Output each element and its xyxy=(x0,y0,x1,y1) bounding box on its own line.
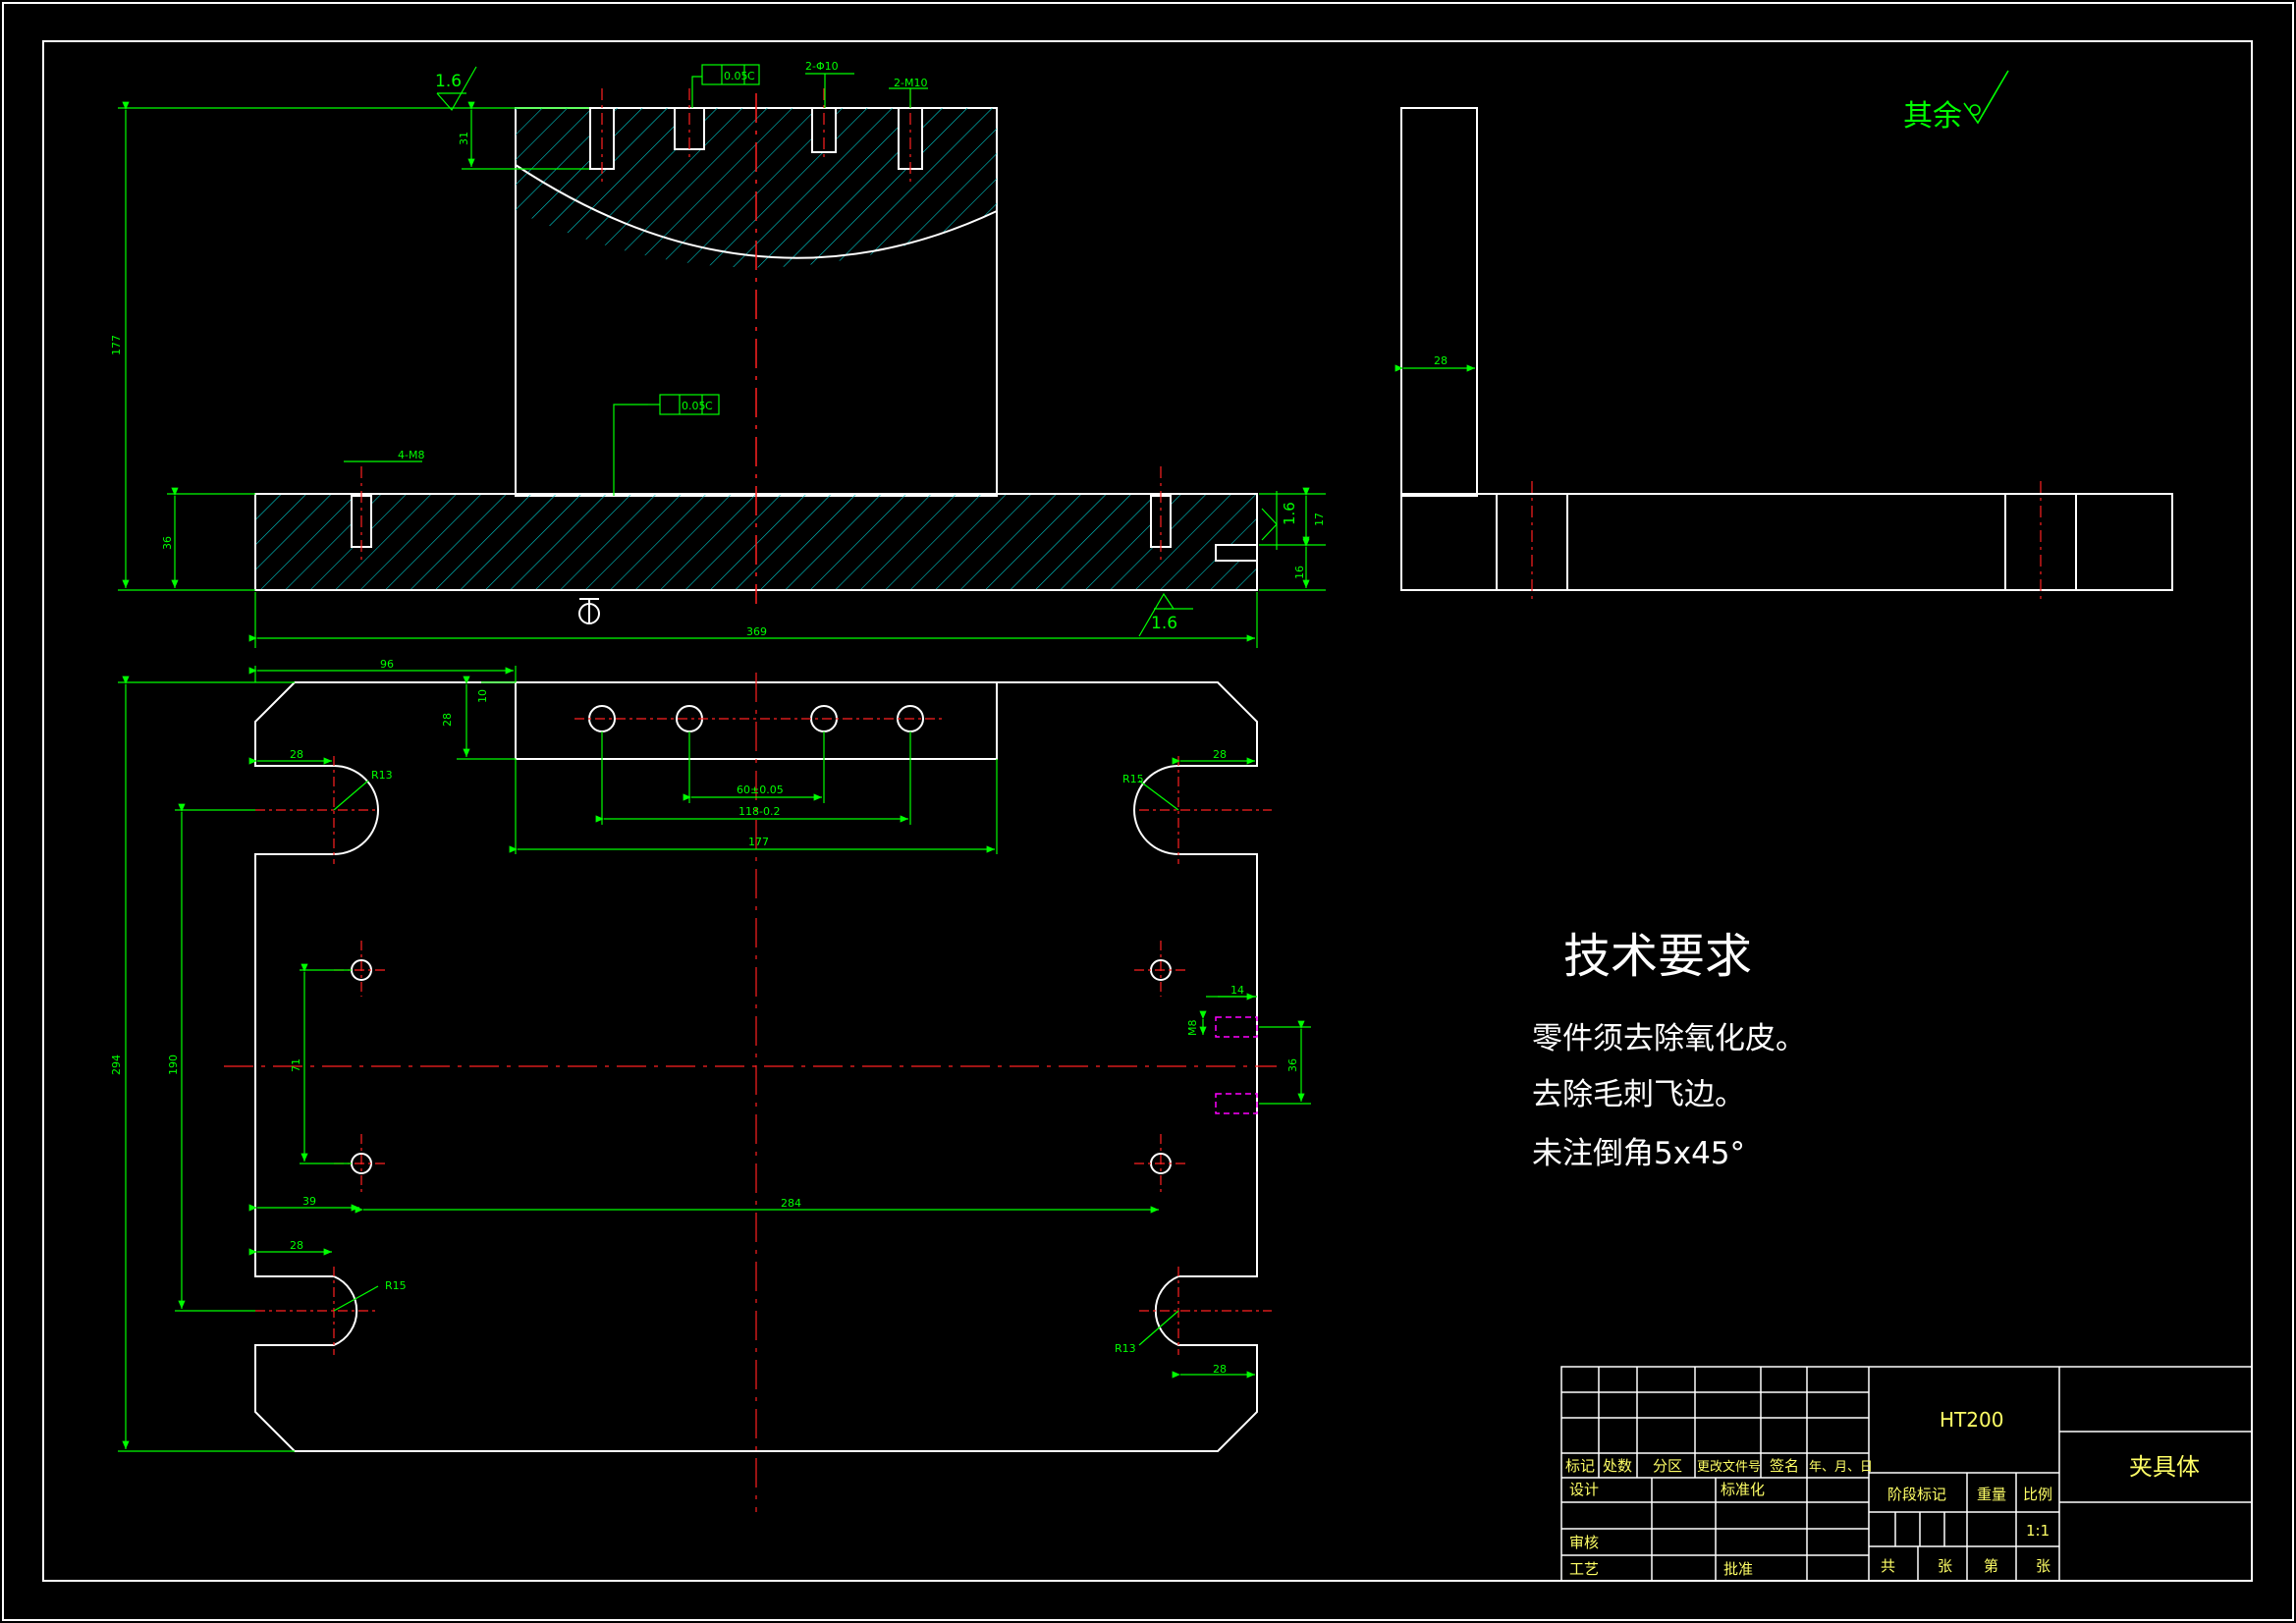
tech-title: 技术要求 xyxy=(1563,929,1752,984)
roughness-right-label: 1.6 xyxy=(1281,502,1298,525)
tb-stage-label: 阶段标记 xyxy=(1887,1486,1946,1503)
tb-row-process: 工艺 xyxy=(1569,1560,1599,1578)
dim-plan-284: 284 xyxy=(781,1197,801,1210)
hole-note-b: 2-M10 xyxy=(894,77,927,89)
tech-requirements: 技术要求 零件须去除氧化皮。 去除毛刺飞边。 未注倒角5x45° xyxy=(1532,929,1806,1171)
dim-plan-60: 60±0.05 xyxy=(737,784,784,796)
dim-overall-height: 177 xyxy=(110,335,123,355)
tol-top-value: 0.05 xyxy=(724,70,748,82)
dim-plan-28-tr: 28 xyxy=(1213,748,1227,761)
dim-plan-28-bl: 28 xyxy=(290,1239,303,1252)
tb-scale-label: 比例 xyxy=(2023,1486,2052,1503)
front-view: 1.6 0.05 C 0.05 C 2-Φ10 2-M10 4-M8 177 3… xyxy=(110,60,1326,648)
dim-plan-177: 177 xyxy=(748,836,769,848)
dim-top-depth: 31 xyxy=(458,132,470,145)
dim-plan-28: 28 xyxy=(441,713,454,727)
dim-plan-28-br: 28 xyxy=(1213,1363,1227,1376)
hole-note-a: 2-Φ10 xyxy=(805,60,839,73)
tech-line-2: 去除毛刺飞边。 xyxy=(1532,1077,1745,1112)
dim-plan-96: 96 xyxy=(380,658,394,671)
roughness-top-label: 1.6 xyxy=(435,72,462,91)
dim-plan-294: 294 xyxy=(110,1055,123,1075)
dim-base-height: 36 xyxy=(161,536,174,550)
tb-row-design: 设计 xyxy=(1569,1481,1599,1498)
dim-side-28: 28 xyxy=(1434,354,1448,367)
tb-weight-label: 重量 xyxy=(1977,1486,2006,1503)
tb-row-approve: 批准 xyxy=(1723,1560,1753,1578)
tech-line-1: 零件须去除氧化皮。 xyxy=(1532,1021,1806,1056)
dim-right-16: 16 xyxy=(1293,566,1306,579)
tb-header-zone: 分区 xyxy=(1653,1457,1682,1475)
dim-plan-39: 39 xyxy=(302,1195,316,1208)
inner-frame xyxy=(42,40,2253,1582)
tol-mid-value: 0.05 xyxy=(682,400,706,412)
tb-header-mark: 标记 xyxy=(1565,1457,1595,1475)
svg-text:其余: 其余 xyxy=(1903,99,1962,134)
tb-row-standard: 标准化 xyxy=(1721,1481,1765,1498)
dim-base-length: 369 xyxy=(746,625,767,638)
tech-line-3: 未注倒角5x45° xyxy=(1532,1136,1745,1171)
tb-sheet-total: 共 xyxy=(1881,1557,1895,1575)
tol-top-datum: C xyxy=(747,70,755,82)
hole-note-c: 4-M8 xyxy=(398,449,424,461)
roughness-rest: 其余 xyxy=(1903,70,2009,134)
tb-header-count: 处数 xyxy=(1603,1457,1632,1475)
plan-outline xyxy=(254,681,1258,1452)
dim-plan-r13: R13 xyxy=(371,769,393,782)
dim-plan-28-tl: 28 xyxy=(290,748,303,761)
tol-mid-datum: C xyxy=(705,400,713,412)
dim-plan-118: 118-0.2 xyxy=(738,805,780,818)
dim-right-17: 17 xyxy=(1313,513,1326,526)
tb-sheet-no: 第 xyxy=(1984,1557,1998,1575)
dim-plan-71: 71 xyxy=(290,1058,302,1072)
roughness-bottom-label: 1.6 xyxy=(1151,614,1177,633)
dim-plan-r15-bl: R15 xyxy=(385,1279,407,1292)
plan-view: 96 10 28 294 190 71 28 R13 28 R15 28 R15… xyxy=(110,658,1311,1512)
dim-plan-10: 10 xyxy=(476,689,489,703)
side-view xyxy=(1400,107,2173,591)
tb-header-change-doc: 更改文件号 xyxy=(1697,1460,1761,1475)
dim-plan-14: 14 xyxy=(1230,984,1244,997)
tb-sheet-unit2: 张 xyxy=(2036,1557,2050,1575)
dim-plan-r15-tr: R15 xyxy=(1122,773,1144,785)
dim-plan-r13-br: R13 xyxy=(1115,1342,1136,1355)
tb-header-sign: 签名 xyxy=(1770,1457,1799,1475)
tb-part-name: 夹具体 xyxy=(2129,1453,2200,1481)
tb-header-date: 年、月、日 xyxy=(1809,1460,1873,1475)
dim-plan-36: 36 xyxy=(1286,1058,1299,1072)
dim-plan-m8: M8 xyxy=(1186,1020,1199,1037)
tb-sheet-unit1: 张 xyxy=(1938,1557,1952,1575)
tb-material: HT200 xyxy=(1940,1408,2003,1432)
title-block xyxy=(1560,1366,2253,1582)
tb-scale-value: 1:1 xyxy=(2026,1522,2050,1540)
dim-plan-190: 190 xyxy=(167,1055,180,1075)
tb-row-review: 审核 xyxy=(1569,1534,1599,1551)
